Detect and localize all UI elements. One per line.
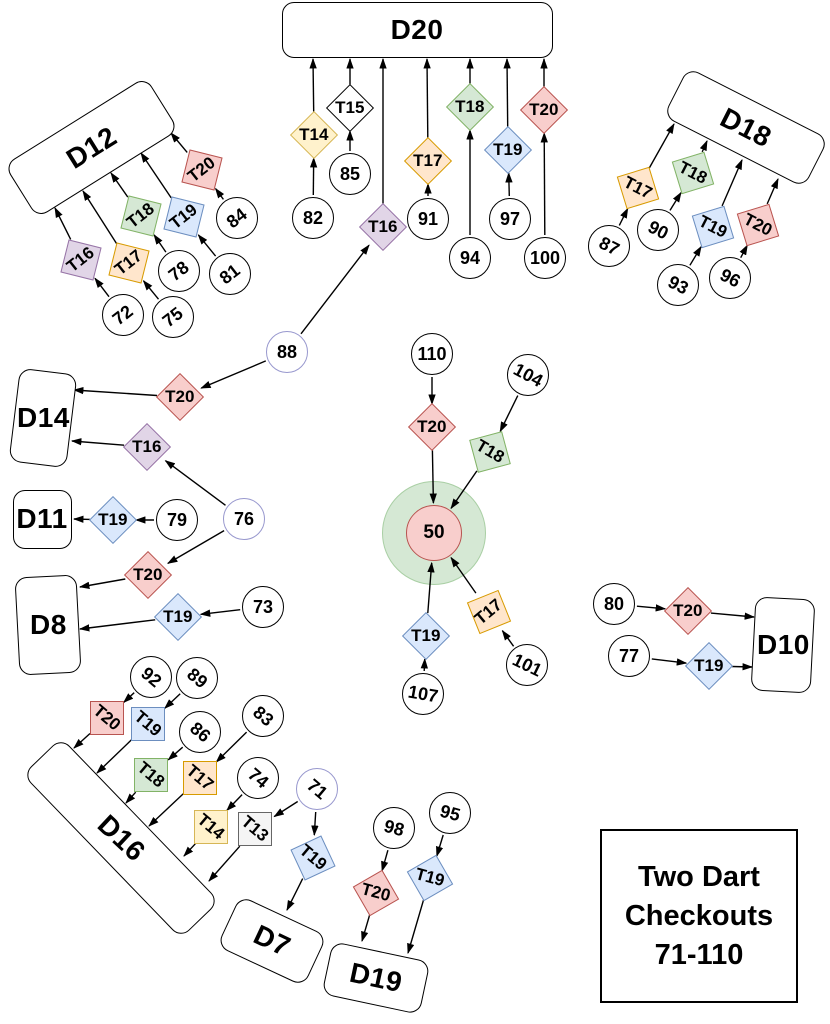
edge-t20_bull-bull xyxy=(429,449,437,505)
edge-t14_d20-d20 xyxy=(309,57,317,113)
edge-c74-t14_d16 xyxy=(226,794,243,812)
edge-t17_d16-d16 xyxy=(148,793,184,827)
edge-t17_d12-d12 xyxy=(82,190,118,244)
edge-c80-t20_d10 xyxy=(636,604,667,612)
edge-t19_d10-d10 xyxy=(731,663,754,671)
edge-t14_d16-d16 xyxy=(183,843,196,857)
edge-c101-t17_bull xyxy=(501,629,515,647)
edge-c98-t20_d19 xyxy=(381,850,389,872)
title-line-1: Two Dart xyxy=(638,860,760,893)
edge-c81-t19_d12 xyxy=(197,234,217,257)
edge-t18_d18-d18 xyxy=(699,140,708,153)
edge-t19_d20-d20 xyxy=(503,57,511,128)
edge-t17_d20-d20 xyxy=(423,57,431,139)
edge-t19_d16-d16 xyxy=(96,739,132,774)
edge-t19_d19-d19 xyxy=(407,899,425,955)
edge-t17_d18-d18 xyxy=(648,123,675,169)
edge-c107-t19_bull xyxy=(420,657,428,672)
edge-c76-t16_d14 xyxy=(164,460,226,506)
edge-t19_bull-bull xyxy=(427,561,435,614)
edge-c83-t17_d16 xyxy=(215,731,248,763)
edge-t19_d7-d7 xyxy=(286,878,304,911)
edge-t16_d12-d12 xyxy=(54,207,72,240)
edge-c73-t19_d8 xyxy=(199,609,241,617)
edge-c88-t16_d20 xyxy=(300,244,370,335)
edge-c95-t19_d19 xyxy=(436,834,444,858)
edge-t18_bull-bull xyxy=(450,470,478,510)
edge-t18_d12-d12 xyxy=(110,172,129,198)
edge-c96-t20_d18 xyxy=(739,244,748,259)
edge-t20_d16-d16 xyxy=(73,732,91,749)
edge-c72-t16_d12 xyxy=(94,277,110,298)
edge-c84-t20_d12 xyxy=(214,187,225,200)
edge-c92-t20_d16 xyxy=(123,692,135,704)
edge-c104-t18_bull xyxy=(499,395,519,433)
edge-t18_d16-d16 xyxy=(125,791,137,804)
edge-t19_d8-d8 xyxy=(78,619,156,632)
edge-t20_d18-d18 xyxy=(766,178,779,205)
edge-t20_d10-d10 xyxy=(710,612,756,620)
title-box: Two Dart Checkouts 71-110 xyxy=(600,829,798,1003)
edge-c75-t17_d12 xyxy=(142,279,160,300)
edge-c93-t19_d18 xyxy=(689,245,702,266)
edge-t20_d14-d14 xyxy=(72,386,158,397)
edge-c76-t20_d8 xyxy=(166,529,225,565)
edge-c71-t19_d7 xyxy=(311,811,319,837)
title-line-2: Checkouts xyxy=(624,899,774,932)
edge-c88-t20_d14 xyxy=(200,360,267,389)
edge-t20_d19-d19 xyxy=(361,914,371,943)
edge-c78-t18_d12 xyxy=(153,234,167,253)
edge-t19_d18-d18 xyxy=(721,159,743,207)
edge-t20_d8-d8 xyxy=(78,578,126,589)
edge-c87-t17_d18 xyxy=(618,207,629,226)
edge-c90-t18_d18 xyxy=(669,191,682,211)
edge-c100-t20_d20 xyxy=(540,131,548,236)
edge-t20_d12-d12 xyxy=(170,132,188,153)
edge-c71-t13_d16 xyxy=(273,800,299,818)
edge-c97-t19_d20 xyxy=(505,171,513,197)
edge-c77-t19_d10 xyxy=(651,658,688,666)
edge-t13_d16-d16 xyxy=(208,845,241,882)
edge-c89-t19_d16 xyxy=(164,693,181,710)
edge-c86-t18_d16 xyxy=(167,746,184,761)
title-line-3: 71-110 xyxy=(654,938,744,971)
edge-t19_d12-d12 xyxy=(140,152,172,199)
edge-t16_d14-d14 xyxy=(70,438,125,446)
edge-t17_bull-bull xyxy=(450,556,477,594)
